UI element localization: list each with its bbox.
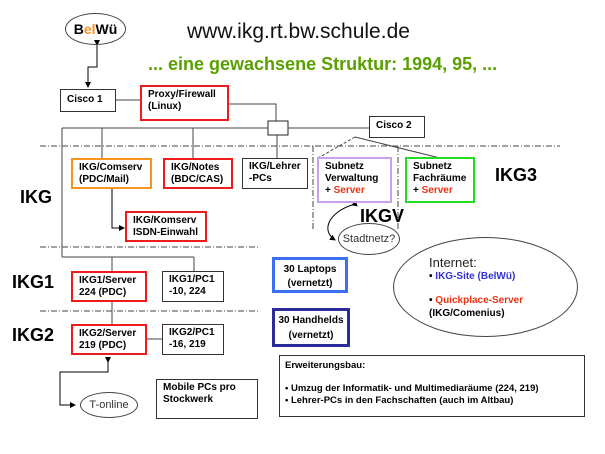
- stadtnetz-label: Stadtnetz?: [342, 233, 396, 245]
- subtitle: ... eine gewachsene Struktur: 1994, 95, …: [148, 54, 498, 74]
- notes-node[interactable]: IKG/Notes (BDC/CAS): [163, 158, 233, 189]
- quickplace-sub: (IKG/Comenius): [429, 308, 505, 319]
- belwue-el: el: [83, 21, 96, 37]
- t-online-node[interactable]: T-online: [80, 392, 138, 418]
- fachraeume-plus: +: [413, 185, 422, 196]
- handhelds-label: 30 Handhelds: [278, 315, 344, 326]
- zone-ikg: IKG: [20, 187, 53, 207]
- ikg1-server-node[interactable]: IKG1/Server 224 (PDC): [71, 271, 147, 302]
- subnetz-verwaltung-node[interactable]: Subnetz Verwaltung + Server: [317, 157, 392, 203]
- belwue-wue: Wü: [95, 21, 118, 37]
- laptops-label: 30 Laptops: [283, 264, 337, 275]
- quickplace-label: Quickplace-Server: [435, 295, 524, 306]
- laptops-node[interactable]: 30 Laptops (vernetzt): [272, 257, 348, 293]
- verwaltung-label: Subnetz: [325, 161, 364, 172]
- bullet: •: [429, 295, 433, 306]
- erweiterung-item: • Lehrer-PCs in den Fachschaften (auch i…: [285, 395, 514, 406]
- cisco2-label: Cisco 2: [376, 120, 412, 131]
- comserv-node[interactable]: IKG/Comserv (PDC/Mail): [71, 158, 152, 189]
- zone-ikgv: IKGV: [360, 206, 405, 226]
- fachraeume-label: Subnetz: [413, 161, 452, 172]
- belwue-b: B: [73, 21, 84, 37]
- handhelds-sublabel: (vernetzt): [288, 330, 334, 341]
- ikg2-server-node[interactable]: IKG2/Server 219 (PDC): [71, 324, 147, 355]
- mobile-sublabel: Stockwerk: [163, 394, 214, 405]
- t-online-label: T-online: [89, 399, 129, 411]
- cisco2-node[interactable]: Cisco 2: [369, 116, 425, 138]
- ikg-site-label: IKG-Site (BelWü): [435, 271, 516, 282]
- proxy-label: Proxy/Firewall: [148, 89, 216, 100]
- cisco1-node[interactable]: Cisco 1: [60, 89, 116, 112]
- proxy-sublabel: (Linux): [148, 101, 182, 112]
- verwaltung-plus: +: [325, 185, 334, 196]
- comserv-sublabel: (PDC/Mail): [79, 174, 129, 185]
- comserv-label: IKG/Comserv: [79, 162, 143, 173]
- stadtnetz-node[interactable]: Stadtnetz?: [338, 223, 400, 255]
- erweiterungsbau-box: Erweiterungsbau: • Umzug der Informatik-…: [279, 355, 585, 417]
- bullet: •: [429, 271, 433, 282]
- laptops-sublabel: (vernetzt): [287, 278, 333, 289]
- proxy-firewall-node[interactable]: Proxy/Firewall (Linux): [140, 85, 229, 121]
- ikg1-pc-label: IKG1/PC1: [169, 274, 215, 285]
- internet-item-quickplace[interactable]: • Quickplace-Server: [429, 295, 523, 306]
- lehrer-pcs-node[interactable]: IKG/Lehrer -PCs: [242, 158, 308, 189]
- verwaltung-server: Server: [333, 185, 365, 196]
- ikg2-server-label: IKG2/Server: [79, 328, 137, 339]
- internet-item-belwue[interactable]: • IKG-Site (BelWü): [429, 271, 515, 282]
- cisco1-label: Cisco 1: [67, 94, 103, 105]
- internet-title: Internet:: [429, 255, 477, 270]
- zone-ikg1: IKG1: [12, 272, 55, 292]
- komserv-label: IKG/Komserv: [133, 215, 197, 226]
- zone-separators: [40, 145, 560, 312]
- internet-cloud: Internet: • IKG-Site (BelWü) • Quickplac…: [393, 237, 578, 337]
- mobile-pcs-node[interactable]: Mobile PCs pro Stockwerk: [156, 379, 258, 419]
- zone-ikg2: IKG2: [12, 325, 55, 345]
- erweiterung-title: Erweiterungsbau:: [285, 360, 366, 371]
- ikg2-pc-node[interactable]: IKG2/PC1 -16, 219: [162, 324, 224, 355]
- verwaltung-label2: Verwaltung: [325, 173, 379, 184]
- fachraeume-label2: Fachräume: [413, 173, 467, 184]
- subnetz-fachraeume-node[interactable]: Subnetz Fachräume + Server: [405, 157, 475, 203]
- lehrer-label: IKG/Lehrer: [249, 161, 301, 172]
- fachraeume-server: Server: [421, 185, 453, 196]
- ikg2-pc-label: IKG2/PC1: [169, 327, 215, 338]
- komserv-node[interactable]: IKG/Komserv ISDN-Einwahl: [125, 211, 207, 242]
- ikg1-pc-sublabel: -10, 224: [169, 286, 206, 297]
- site-url: www.ikg.rt.bw.schule.de: [187, 20, 410, 43]
- erweiterung-item: • Umzug der Informatik- und Multimediarä…: [285, 383, 539, 394]
- mobile-label: Mobile PCs pro: [163, 382, 236, 393]
- notes-sublabel: (BDC/CAS): [171, 174, 224, 185]
- ikg1-server-label: IKG1/Server: [79, 275, 137, 286]
- handhelds-node[interactable]: 30 Handhelds (vernetzt): [272, 308, 350, 347]
- ikg2-server-sublabel: 219 (PDC): [79, 340, 127, 351]
- ikg1-pc-node[interactable]: IKG1/PC1 -10, 224: [162, 271, 224, 302]
- komserv-sublabel: ISDN-Einwahl: [133, 227, 199, 238]
- ikg1-server-sublabel: 224 (PDC): [79, 287, 127, 298]
- ikg2-pc-sublabel: -16, 219: [169, 339, 206, 350]
- zone-ikg3: IKG3: [495, 165, 538, 185]
- lehrer-sublabel: -PCs: [249, 173, 272, 184]
- notes-label: IKG/Notes: [171, 162, 220, 173]
